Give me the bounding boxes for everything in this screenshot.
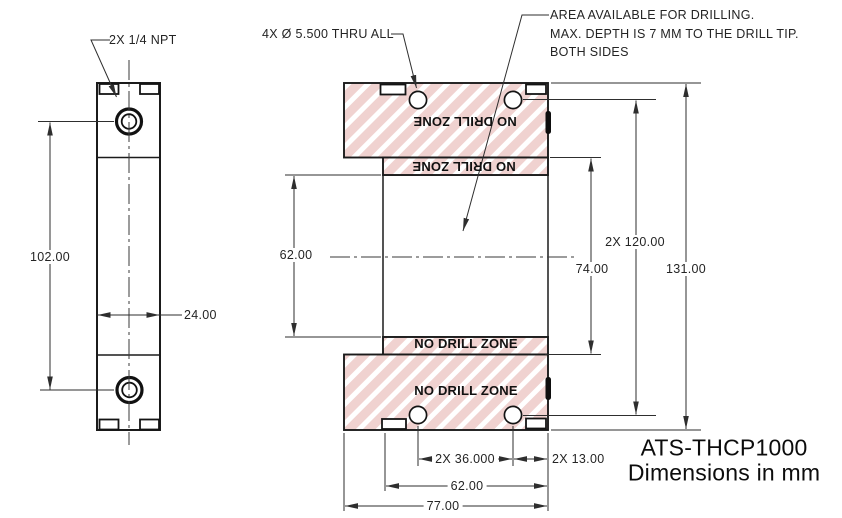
side-top-left-notch — [98, 83, 120, 95]
front-bottom-left-notch — [381, 418, 407, 430]
dim-front-overall-width: 77.00 — [423, 499, 463, 513]
drill-note: AREA AVAILABLE FOR DRILLING. MAX. DEPTH … — [550, 6, 799, 62]
dim-front-hole-spacing-vertical: 2X 120.00 — [602, 235, 668, 249]
holes-callout: 4X Ø 5.500 THRU ALL — [262, 27, 394, 41]
dim-front-hole-to-edge: 2X 13.00 — [552, 452, 605, 466]
side-top-right-notch — [139, 83, 160, 95]
side-bottom-right-notch — [139, 418, 160, 431]
units-note: Dimensions in mm — [627, 459, 821, 486]
dim-front-band-gap: 74.00 — [572, 262, 612, 276]
mounting-hole-top-left — [408, 90, 428, 110]
dim-front-hole-spacing-horizontal: 2X 36.000 — [432, 452, 498, 466]
edge-tab-top — [545, 111, 551, 134]
holes-leader — [391, 33, 417, 89]
npt-leader — [90, 39, 117, 98]
mounting-hole-bottom-left — [408, 405, 428, 425]
front-top-right-notch — [525, 83, 547, 95]
front-bottom-right-notch — [525, 417, 547, 430]
mounting-hole-top-right — [503, 90, 523, 110]
no-drill-zone-top-strip — [382, 156, 549, 176]
drill-note-line3: BOTH SIDES — [550, 45, 629, 59]
front-top-left-notch — [379, 83, 407, 96]
drill-note-line2: MAX. DEPTH IS 7 MM TO THE DRILL TIP. — [550, 26, 799, 41]
dim-front-inner-height: 62.00 — [276, 248, 316, 262]
no-drill-zone-label-top-strip: NO DRILL ZONE — [412, 159, 516, 174]
dim-side-port-spacing: 102.00 — [26, 250, 74, 264]
side-bottom-left-notch — [98, 418, 120, 431]
no-drill-zone-label-top-wide: NO DRILL ZONE — [413, 114, 517, 129]
no-drill-zone-label-bottom-wide: NO DRILL ZONE — [414, 383, 518, 398]
no-drill-zone-label-bottom-strip: NO DRILL ZONE — [414, 336, 518, 351]
drill-note-line1: AREA AVAILABLE FOR DRILLING. — [550, 8, 755, 22]
npt-callout: 2X 1/4 NPT — [109, 33, 177, 47]
part-number: ATS-THCP1000 — [640, 434, 808, 461]
drill-note-leader — [462, 14, 549, 232]
dim-side-width: 24.00 — [184, 308, 217, 322]
mounting-hole-bottom-right — [503, 405, 523, 425]
dim-front-overall-height: 131.00 — [662, 262, 710, 276]
edge-tab-bottom — [545, 377, 551, 400]
no-drill-zone-top-wide — [343, 82, 549, 159]
front-view — [285, 14, 701, 511]
side-view — [38, 39, 182, 445]
dim-front-inner-width: 62.00 — [447, 479, 487, 493]
